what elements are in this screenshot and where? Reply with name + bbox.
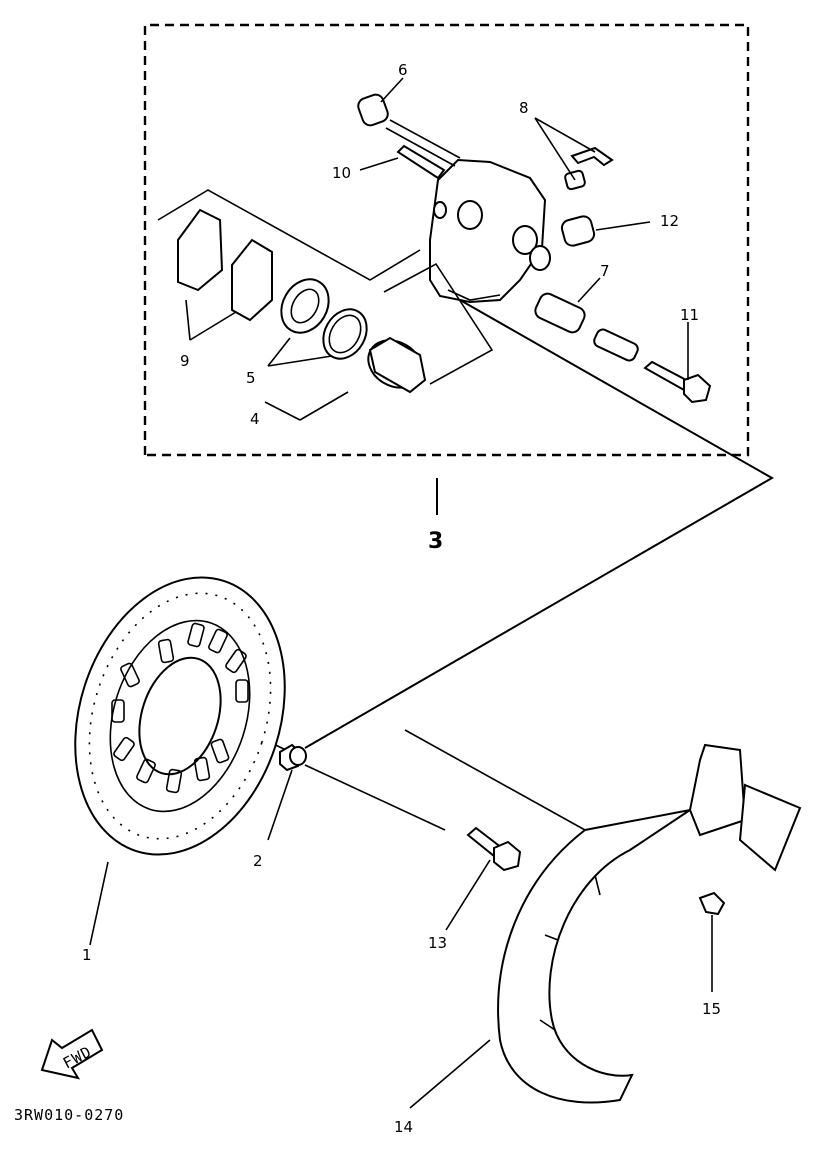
callout-13: 13 (428, 934, 447, 952)
brake-disc-cover (497, 743, 802, 1104)
slide-pin-sleeve (593, 328, 639, 362)
caliper-body (429, 158, 551, 304)
callout-9: 9 (180, 352, 190, 370)
brake-disc (74, 576, 286, 856)
slide-pin-boot (534, 292, 586, 334)
callout-6: 6 (398, 61, 408, 79)
callout-1: 1 (82, 946, 92, 964)
piston-seal-set (280, 278, 368, 360)
callout-7: 7 (600, 262, 610, 280)
leader-lines (89, 77, 713, 1109)
disc-bolt (279, 743, 307, 772)
callout-11: 11 (680, 306, 699, 324)
callout-5: 5 (246, 369, 256, 387)
callout-15: 15 (702, 1000, 721, 1018)
bleed-screw (396, 144, 446, 180)
callout-4: 4 (250, 410, 260, 428)
cover-screw (698, 891, 726, 916)
diagram-code: 3RW010-0270 (14, 1106, 124, 1124)
callout-8: 8 (519, 99, 529, 117)
caliper-piston (367, 336, 427, 394)
assembly-bracket-lines (157, 189, 494, 385)
mounting-bolt (466, 826, 522, 872)
callout-3: 3 (428, 529, 443, 554)
caliper-cap (357, 93, 461, 167)
callout-10: 10 (332, 164, 351, 182)
callout-11-12: 12 (660, 212, 679, 230)
caliper-boot (560, 215, 596, 247)
caliper-assembly-box (143, 23, 750, 515)
callout-2: 2 (253, 852, 263, 870)
callout-14: 14 (394, 1118, 413, 1136)
fwd-arrow: FWD (40, 1028, 104, 1080)
bleed-cap-set (564, 146, 614, 191)
brake-pad-kit (177, 208, 273, 322)
caliper-bolt (643, 360, 712, 404)
